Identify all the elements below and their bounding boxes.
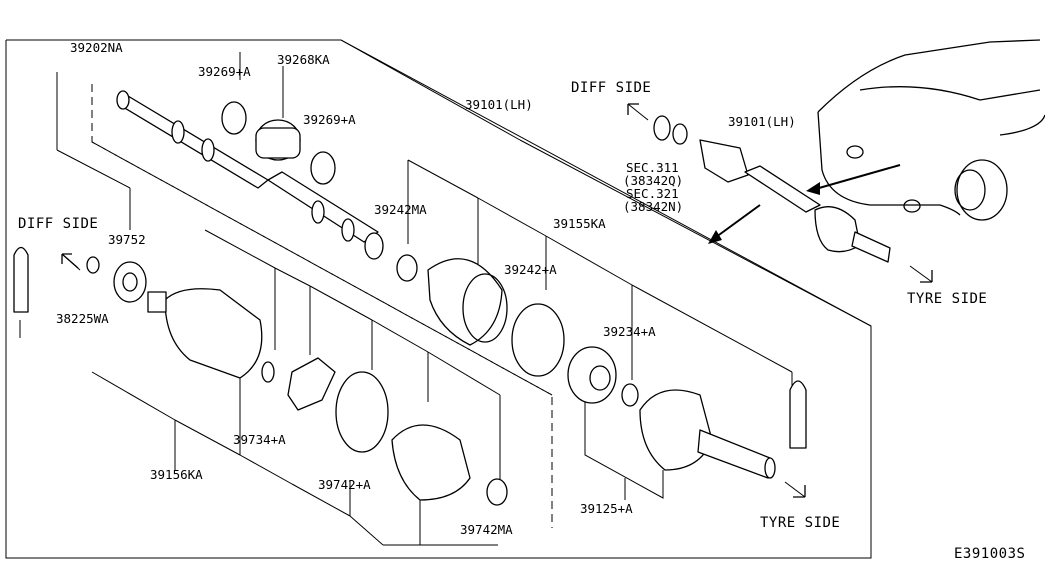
inset-car-illustration	[817, 39, 1045, 221]
label-39269A-top: 39269+A	[198, 64, 251, 79]
label-tyre-side-inset: TYRE SIDE	[907, 291, 987, 307]
diagram-code: E391003S	[954, 546, 1025, 562]
label-39101LH-main: 39101(LH)	[465, 97, 533, 112]
label-39125A: 39125+A	[580, 501, 633, 516]
label-39242A: 39242+A	[504, 262, 557, 277]
arrow-diff-side-right	[627, 103, 649, 121]
arrow-tyre-side-main	[784, 481, 806, 498]
label-sec311-part: (38342Q)	[623, 173, 683, 188]
label-sec321-part: (38342N)	[623, 199, 683, 214]
top-rings-and-boot	[221, 101, 336, 185]
arrow-inset-pointer	[708, 164, 901, 244]
label-38225WA: 38225WA	[56, 311, 109, 326]
dashed-envelope	[91, 84, 553, 528]
label-39752: 39752	[108, 232, 146, 247]
label-sec311: SEC.311	[626, 160, 679, 175]
inner-boot-right	[396, 254, 565, 377]
grease-tubes	[13, 246, 807, 449]
direction-arrows	[61, 103, 933, 498]
label-39742A: 39742+A	[318, 477, 371, 492]
label-diff-side-right: DIFF SIDE	[571, 80, 651, 96]
diagram-frame	[5, 39, 872, 559]
tripod-housing-part	[86, 256, 508, 506]
label-39734A: 39734+A	[233, 432, 286, 447]
arrow-diff-side-left	[61, 253, 81, 271]
label-sec321: SEC.321	[626, 186, 679, 201]
label-tyre-side-main: TYRE SIDE	[760, 515, 840, 531]
label-39242MA: 39242MA	[374, 202, 427, 217]
drive-shaft-part	[116, 90, 384, 260]
label-39155KA: 39155KA	[553, 216, 606, 231]
label-39202NA: 39202NA	[70, 40, 123, 55]
inset-axle-part	[653, 115, 891, 263]
label-39268KA: 39268KA	[277, 52, 330, 67]
label-39742MA: 39742MA	[460, 522, 513, 537]
label-diff-side-left: DIFF SIDE	[18, 216, 98, 232]
label-39269A-right: 39269+A	[303, 112, 356, 127]
label-39101LH-inset: 39101(LH)	[728, 114, 796, 129]
label-39234A: 39234+A	[603, 324, 656, 339]
arrow-tyre-side-inset	[909, 265, 933, 283]
outer-cv-joint-part	[567, 346, 776, 479]
part-labels: 39202NA 39269+A 39268KA 39269+A 39101(LH…	[18, 40, 1025, 562]
label-39156KA: 39156KA	[150, 467, 203, 482]
